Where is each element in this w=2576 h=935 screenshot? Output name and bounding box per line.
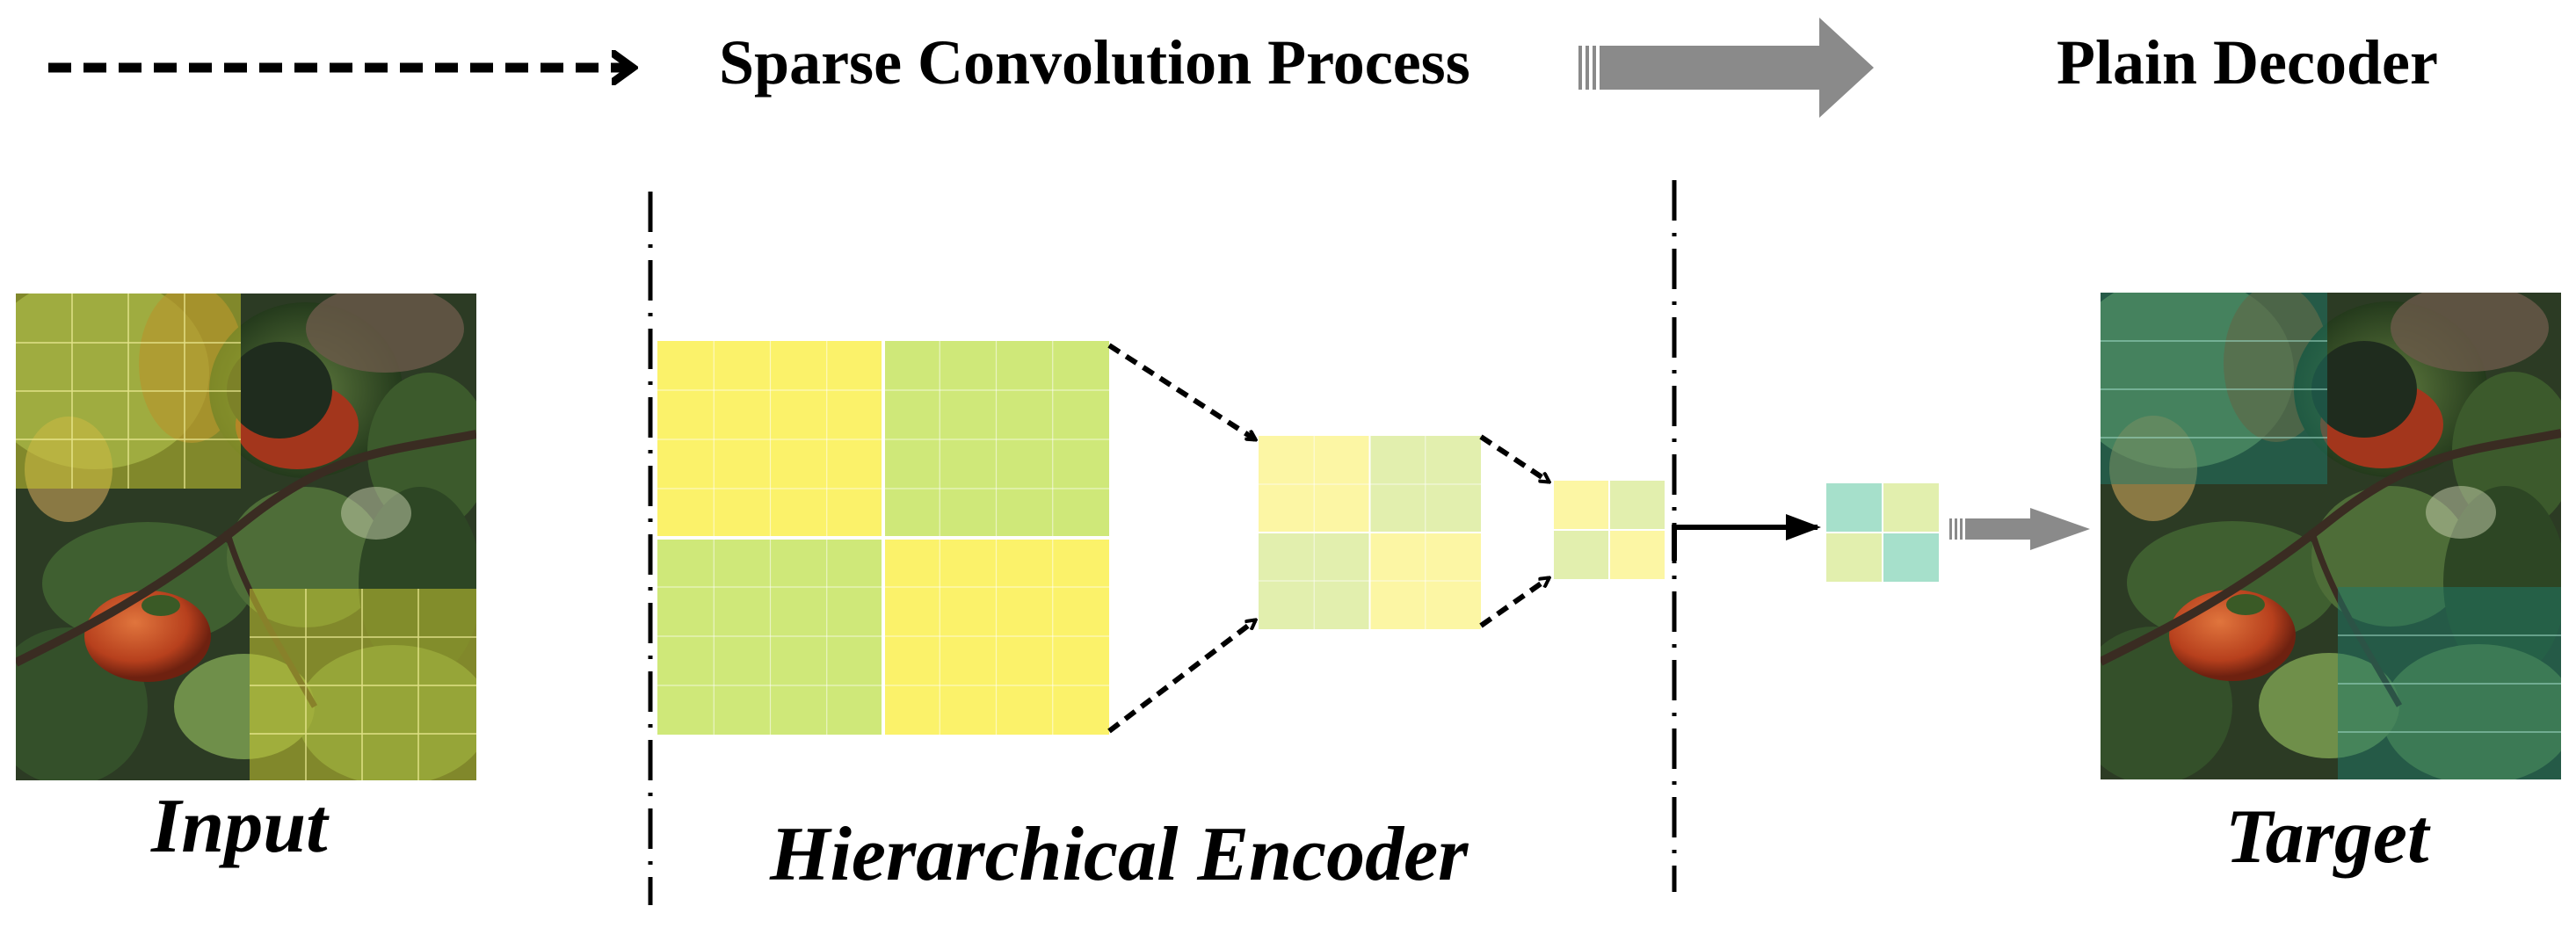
- block-arrow-icon: [1949, 508, 2090, 550]
- target-masked-patch-top-left: [2101, 293, 2327, 484]
- dashed-arrow-icon: [1107, 620, 1255, 734]
- target-image: [2101, 293, 2561, 779]
- encoder-caption: Hierarchical Encoder: [770, 812, 1469, 897]
- encoder-to-decoder-arrow: [1672, 514, 1821, 561]
- encoder-level-1-grid: [657, 341, 1109, 735]
- legend-plain-decoder-label: Plain Decoder: [2057, 27, 2438, 98]
- encoder-level-3-grid: [1554, 481, 1665, 579]
- decoder-output-grid: [1826, 483, 1939, 582]
- input-caption: Input: [151, 784, 328, 869]
- target-caption: Target: [2225, 794, 2429, 880]
- feature-quadrant: [1826, 533, 1883, 582]
- input-image: [16, 294, 476, 780]
- dashed-arrow-icon: [1479, 578, 1549, 628]
- legend-sparse-convolution-label: Sparse Convolution Process: [719, 27, 1470, 98]
- dashed-arrow-icon: [1107, 343, 1255, 439]
- feature-quadrant: [1883, 483, 1939, 533]
- legend-block-arrow-icon: [1578, 18, 1874, 118]
- encoder-level-2-grid: [1259, 436, 1481, 629]
- feature-quadrant: [1883, 533, 1939, 582]
- input-visible-patch-bottom-right: [250, 589, 476, 780]
- feature-quadrant: [1609, 530, 1665, 579]
- feature-quadrant: [1609, 481, 1665, 530]
- feature-quadrant: [1826, 483, 1883, 533]
- feature-quadrant: [1554, 530, 1609, 579]
- feature-quadrant: [1554, 481, 1609, 530]
- dashed-arrow-icon: [1479, 434, 1549, 482]
